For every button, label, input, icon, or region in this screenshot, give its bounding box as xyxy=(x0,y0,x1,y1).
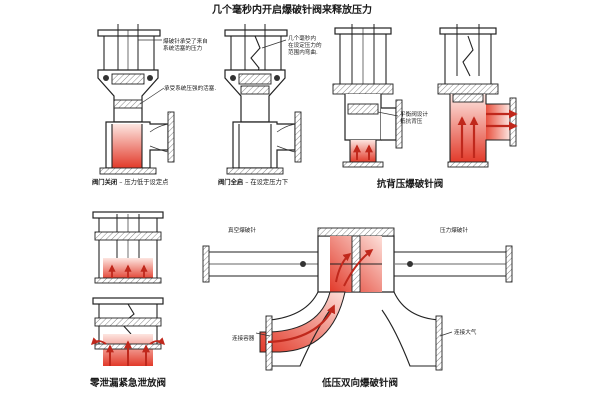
note-buckle-3: 范围内弯曲. xyxy=(288,48,318,56)
note-balanced-1: 平衡阀设计 xyxy=(400,110,428,118)
label-atmosphere: 连接大气 xyxy=(454,328,477,336)
label-vacuum-pin: 真空爆破针 xyxy=(228,226,256,234)
page-title: 几个毫秒内开启爆破针阀来释放压力 xyxy=(212,3,372,16)
panel-backpressure-open xyxy=(437,24,518,168)
panel-backpressure-closed: 平衡阀设计 抵抗背压 抗背压爆破针阀 xyxy=(332,24,444,190)
note-piston: 承受系统压强的活塞. xyxy=(164,84,216,92)
note-balanced-2: 抵抗背压 xyxy=(400,117,423,125)
buckled-pin-icon xyxy=(462,35,474,77)
panel-bidirectional: 真空爆破针 压力爆破针 连接容器 连接大气 低压双向爆破针阀 xyxy=(202,226,513,389)
panel-valve-closed: 爆破针承受了来自 系统活塞的压力 承受系统压强的活塞. 阀门关闭 – 压力低于设… xyxy=(92,24,216,186)
panel-valve-open: 几个毫秒内 在设定压力的 范围内弯曲. 阀门全启 – 在设定压力下 xyxy=(218,24,322,186)
caption-closed: 阀门关闭 – 压力低于设定点 xyxy=(92,177,168,186)
note-pin-load-1: 爆破针承受了来自 xyxy=(163,37,208,45)
label-pressure-pin: 压力爆破针 xyxy=(440,226,468,234)
label-container: 连接容器 xyxy=(232,334,255,342)
note-buckle-2: 在设定压力的 xyxy=(288,41,322,49)
caption-bidirectional: 低压双向爆破针阀 xyxy=(321,377,398,389)
note-buckle-1: 几个毫秒内 xyxy=(288,34,316,42)
caption-open: 阀门全启 – 在设定压力下 xyxy=(218,177,288,186)
note-pin-load-2: 系统活塞的压力 xyxy=(163,44,203,52)
panel-zero-leak: 零泄漏紧急泄放阀 xyxy=(89,211,166,389)
caption-zero-leak: 零泄漏紧急泄放阀 xyxy=(89,377,166,389)
caption-backpressure: 抗背压爆破针阀 xyxy=(377,178,444,190)
